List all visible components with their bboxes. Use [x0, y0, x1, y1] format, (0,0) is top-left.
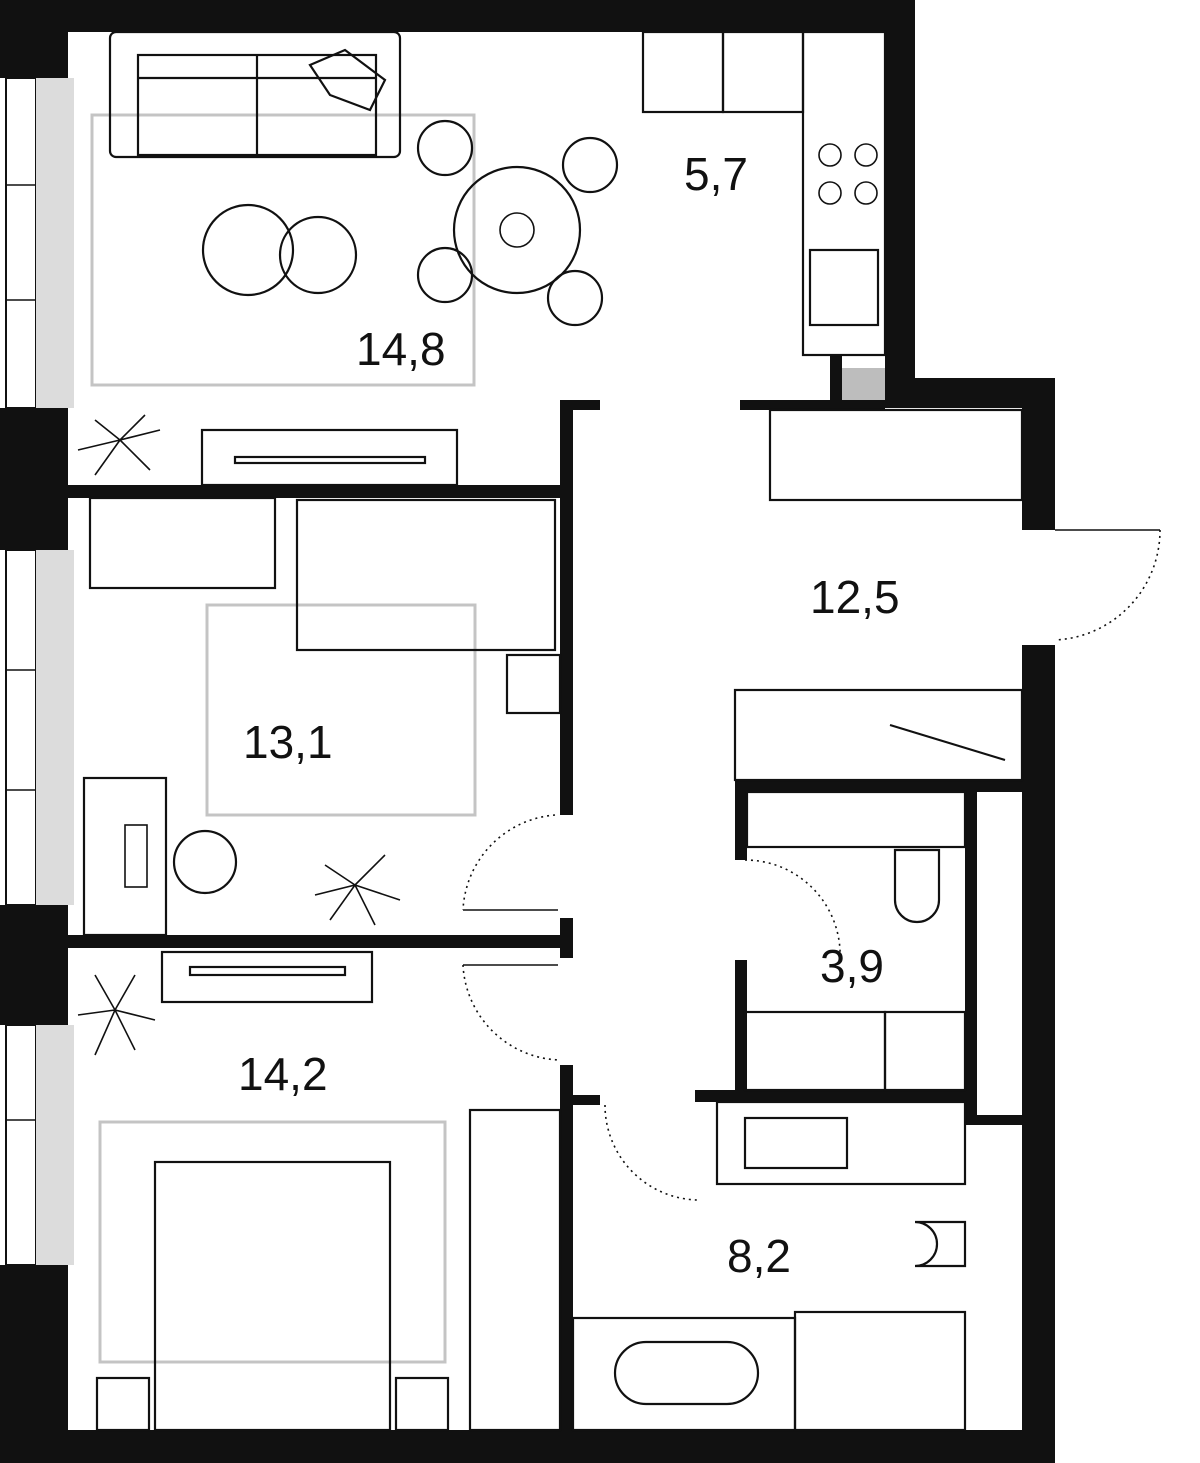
washing-machine: [883, 1010, 967, 1092]
duct: [842, 368, 885, 400]
stove: [818, 143, 878, 205]
living-room-furniture: [77, 30, 619, 487]
area-bathroom: 8,2: [727, 1230, 791, 1282]
area-bedroom-1: 14,2: [238, 1048, 328, 1100]
kitchen-counter: [801, 30, 887, 357]
wardrobe-bedroom-2: [88, 496, 277, 590]
fridge: [641, 30, 725, 114]
wardrobe-bedroom-1: [468, 1108, 562, 1432]
rug-bedroom-1: [98, 1120, 447, 1364]
coffee-tables: [201, 203, 358, 297]
area-wc: 3,9: [820, 940, 884, 992]
nightstand-right: [394, 1376, 450, 1432]
area-kitchen: 5,7: [684, 148, 748, 200]
bedroom-2-furniture: [82, 496, 562, 937]
desk: [82, 776, 238, 937]
kitchen-sink: [808, 248, 880, 327]
plant-bedroom-2: [314, 854, 401, 926]
area-living: 14,8: [356, 323, 446, 375]
sofa: [108, 30, 402, 159]
living-rug: [90, 113, 476, 387]
area-hall: 12,5: [810, 571, 900, 623]
walls: [0, 0, 1055, 1463]
windows: [5, 77, 74, 1266]
dining-table: [416, 119, 619, 327]
toilet-bathroom: [914, 1220, 967, 1268]
nightstand-left: [95, 1376, 151, 1432]
bed-bedroom-2: [295, 498, 557, 652]
bathroom-furniture: [571, 1100, 967, 1432]
window-living: [5, 77, 74, 409]
wc-furniture: [743, 790, 967, 1092]
plant-bedroom-1: [77, 974, 156, 1056]
hall-furniture: [733, 408, 1161, 782]
toilet-wc: [893, 848, 941, 924]
area-bedroom-2: 13,1: [243, 716, 333, 768]
dishwasher: [721, 30, 805, 114]
wc-sink-cabinet: [743, 1010, 887, 1092]
hall-wardrobe: [733, 688, 1024, 782]
bed-bedroom-1: [153, 1160, 392, 1432]
rug-bedroom-2: [205, 603, 477, 817]
tv-stand: [200, 428, 459, 487]
tv-stand-bedroom-1: [160, 950, 374, 1004]
scooter: [889, 723, 1006, 762]
shower: [793, 1310, 967, 1432]
window-bedroom-2: [5, 549, 74, 906]
bathtub: [571, 1316, 797, 1432]
kitchen-furniture: [641, 30, 887, 400]
shoe-cabinet: [768, 408, 1024, 502]
wc-shelf: [745, 790, 967, 849]
bathroom-vanity: [715, 1100, 967, 1186]
window-bedroom-1: [5, 1024, 74, 1266]
room-labels: 14,8 5,7 12,5 13,1 3,9 14,2 8,2: [238, 148, 900, 1282]
plant-living: [77, 414, 161, 476]
bedroom-1-furniture: [77, 950, 562, 1432]
nightstand-bedroom-2: [505, 653, 562, 715]
